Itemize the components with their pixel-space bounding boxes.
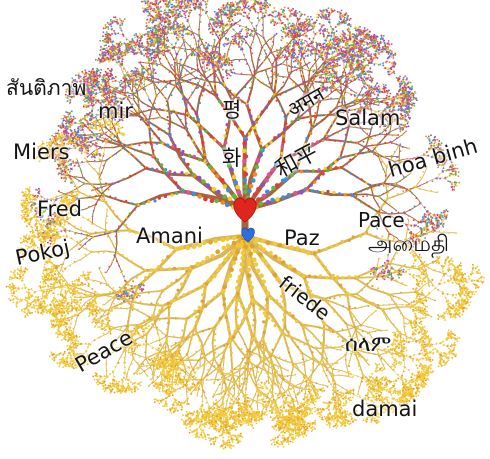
root: [271, 340, 279, 356]
root: [357, 286, 366, 294]
root: [293, 387, 295, 395]
root: [325, 373, 329, 380]
root: [268, 363, 269, 373]
root: [64, 220, 76, 229]
root: [75, 258, 83, 262]
root: [335, 310, 347, 324]
root: [256, 368, 258, 378]
root: [351, 374, 357, 375]
root: [21, 239, 22, 240]
root: [404, 317, 414, 323]
root: [154, 318, 172, 319]
root: [65, 265, 69, 268]
root: [316, 410, 317, 411]
root: [361, 325, 372, 328]
root: [287, 396, 288, 397]
root: [408, 338, 411, 341]
root: [83, 252, 91, 258]
root: [243, 340, 248, 351]
root: [117, 253, 130, 262]
root: [286, 311, 302, 324]
root: [247, 399, 248, 400]
root: [316, 408, 318, 409]
root: [184, 319, 187, 336]
root: [233, 414, 234, 416]
root: [306, 339, 313, 357]
root: [272, 442, 273, 444]
root: [187, 341, 190, 355]
root: [186, 426, 187, 427]
root: [146, 304, 164, 305]
root: [377, 258, 378, 268]
root: [240, 418, 242, 420]
root: [254, 321, 255, 338]
root: [330, 348, 341, 351]
root: [191, 416, 192, 418]
root: [91, 166, 99, 174]
root: [106, 210, 107, 219]
root: [345, 402, 346, 404]
root: [288, 390, 292, 399]
root: [342, 375, 353, 377]
root: [234, 424, 235, 425]
root: [409, 324, 411, 325]
root: [163, 280, 179, 291]
root: [385, 362, 393, 371]
root: [75, 315, 77, 325]
root: [188, 353, 196, 359]
root: [58, 335, 59, 336]
root: [212, 443, 213, 444]
root: [223, 359, 224, 369]
root: [70, 262, 76, 265]
root: [362, 357, 369, 366]
root: [373, 372, 375, 375]
root: [360, 375, 363, 386]
root: [222, 386, 223, 395]
root: [97, 226, 105, 230]
root: [148, 291, 162, 292]
root: [25, 270, 26, 271]
root: [283, 380, 293, 387]
root: [416, 286, 417, 288]
root: [369, 311, 377, 317]
root: [131, 271, 145, 280]
root: [27, 224, 28, 225]
root: [285, 375, 295, 376]
root: [396, 281, 407, 285]
root: [99, 268, 103, 276]
root: [358, 361, 363, 375]
root: [127, 325, 139, 326]
root: [298, 389, 305, 396]
root: [132, 390, 134, 391]
root: [295, 395, 298, 404]
root: [361, 317, 368, 325]
root: [157, 291, 163, 302]
root: [115, 308, 123, 309]
root: [358, 306, 368, 309]
root: [62, 272, 64, 276]
root: [130, 261, 145, 270]
root: [88, 280, 97, 281]
root: [39, 296, 42, 297]
root: [371, 288, 389, 294]
root: [72, 239, 76, 242]
root: [236, 311, 237, 328]
root: [141, 365, 150, 367]
root: [166, 322, 169, 340]
root: [320, 385, 328, 387]
root: [226, 398, 228, 409]
root: [33, 226, 34, 227]
